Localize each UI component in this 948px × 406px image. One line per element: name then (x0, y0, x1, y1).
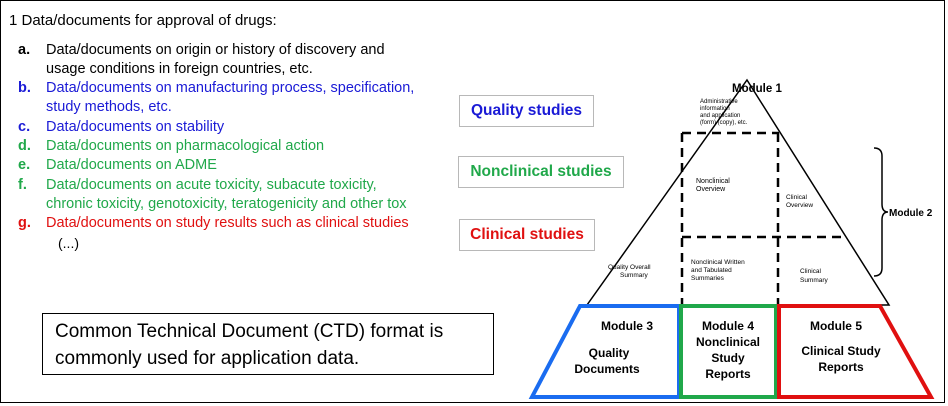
ellipsis-text: (...) (58, 235, 79, 251)
item-letter: d. (18, 138, 31, 154)
module5-line1: Clinical Study (801, 344, 881, 358)
item-text: Data/documents on stability (46, 119, 225, 135)
nonclinical-written-line3: Summaries (691, 275, 725, 282)
module2-label: Module 2 (889, 208, 933, 219)
item-text: Data/documents on acute toxicity, subacu… (46, 177, 377, 193)
item-letter: b. (18, 80, 31, 96)
clinical-summary-line1: Clinical (800, 268, 822, 275)
ctd-note-line2: commonly used for application data. (55, 348, 360, 369)
item-text: Data/documents on study results such as … (46, 215, 409, 231)
quality-summary-line1: Quality Overall (608, 264, 651, 271)
module2-brace (873, 147, 889, 277)
module5-title: Module 5 (810, 319, 862, 333)
nonclinical-overview-line1: Nonclinical (696, 178, 730, 185)
module1-desc4: (form) (copy), etc. (700, 120, 748, 126)
nonclinical-written-line2: and Tabulated (691, 267, 732, 274)
module3-line2: Documents (574, 362, 640, 376)
module1-desc2: information (700, 106, 730, 112)
ctd-note-box: Common Technical Document (CTD) format i… (42, 313, 494, 375)
module4-line1: Nonclinical (696, 335, 760, 349)
item-letter: a. (18, 42, 31, 58)
item-letter: c. (18, 119, 31, 135)
item-letter: e. (18, 157, 31, 173)
module3-title: Module 3 (601, 319, 653, 333)
item-text-line2: chronic toxicity, genotoxicity, teratoge… (46, 196, 407, 212)
item-text: Data/documents on manufacturing process,… (46, 80, 415, 96)
item-letter: f. (18, 177, 27, 193)
item-text: Data/documents on origin or history of d… (46, 42, 385, 58)
ctd-note-line1: Common Technical Document (CTD) format i… (55, 321, 444, 342)
module3-line1: Quality (589, 346, 630, 360)
module1-desc3: and application (700, 113, 740, 119)
nonclinical-studies-badge: Nonclinical studies (458, 156, 624, 188)
item-text-line2: usage conditions in foreign countries, e… (46, 61, 313, 77)
clinical-studies-badge: Clinical studies (459, 219, 595, 251)
quality-studies-badge: Quality studies (459, 95, 594, 127)
item-text: Data/documents on pharmacological action (46, 138, 325, 154)
nonclinical-written-line1: Nonclinical Written (691, 259, 745, 266)
quality-summary-line2: Summary (620, 272, 649, 279)
module5-line2: Reports (818, 360, 864, 374)
module1-desc1: Administrative (700, 99, 738, 105)
clinical-overview-line1: Clinical (786, 194, 808, 201)
module4-title: Module 4 (702, 319, 754, 333)
module5-box (777, 304, 935, 399)
module4-line2: Study (711, 351, 745, 365)
module1-title: Module 1 (732, 83, 782, 95)
module4-line3: Reports (705, 367, 751, 381)
item-text-line2: study methods, etc. (46, 99, 172, 115)
item-text: Data/documents on ADME (46, 157, 217, 173)
item-letter: g. (18, 215, 31, 231)
clinical-summary-line2: Summary (800, 277, 829, 284)
clinical-overview-line2: Overview (786, 202, 813, 209)
heading: 1 Data/documents for approval of drugs: (9, 12, 277, 29)
module4-box (679, 304, 778, 399)
nonclinical-overview-line2: Overview (696, 186, 726, 193)
